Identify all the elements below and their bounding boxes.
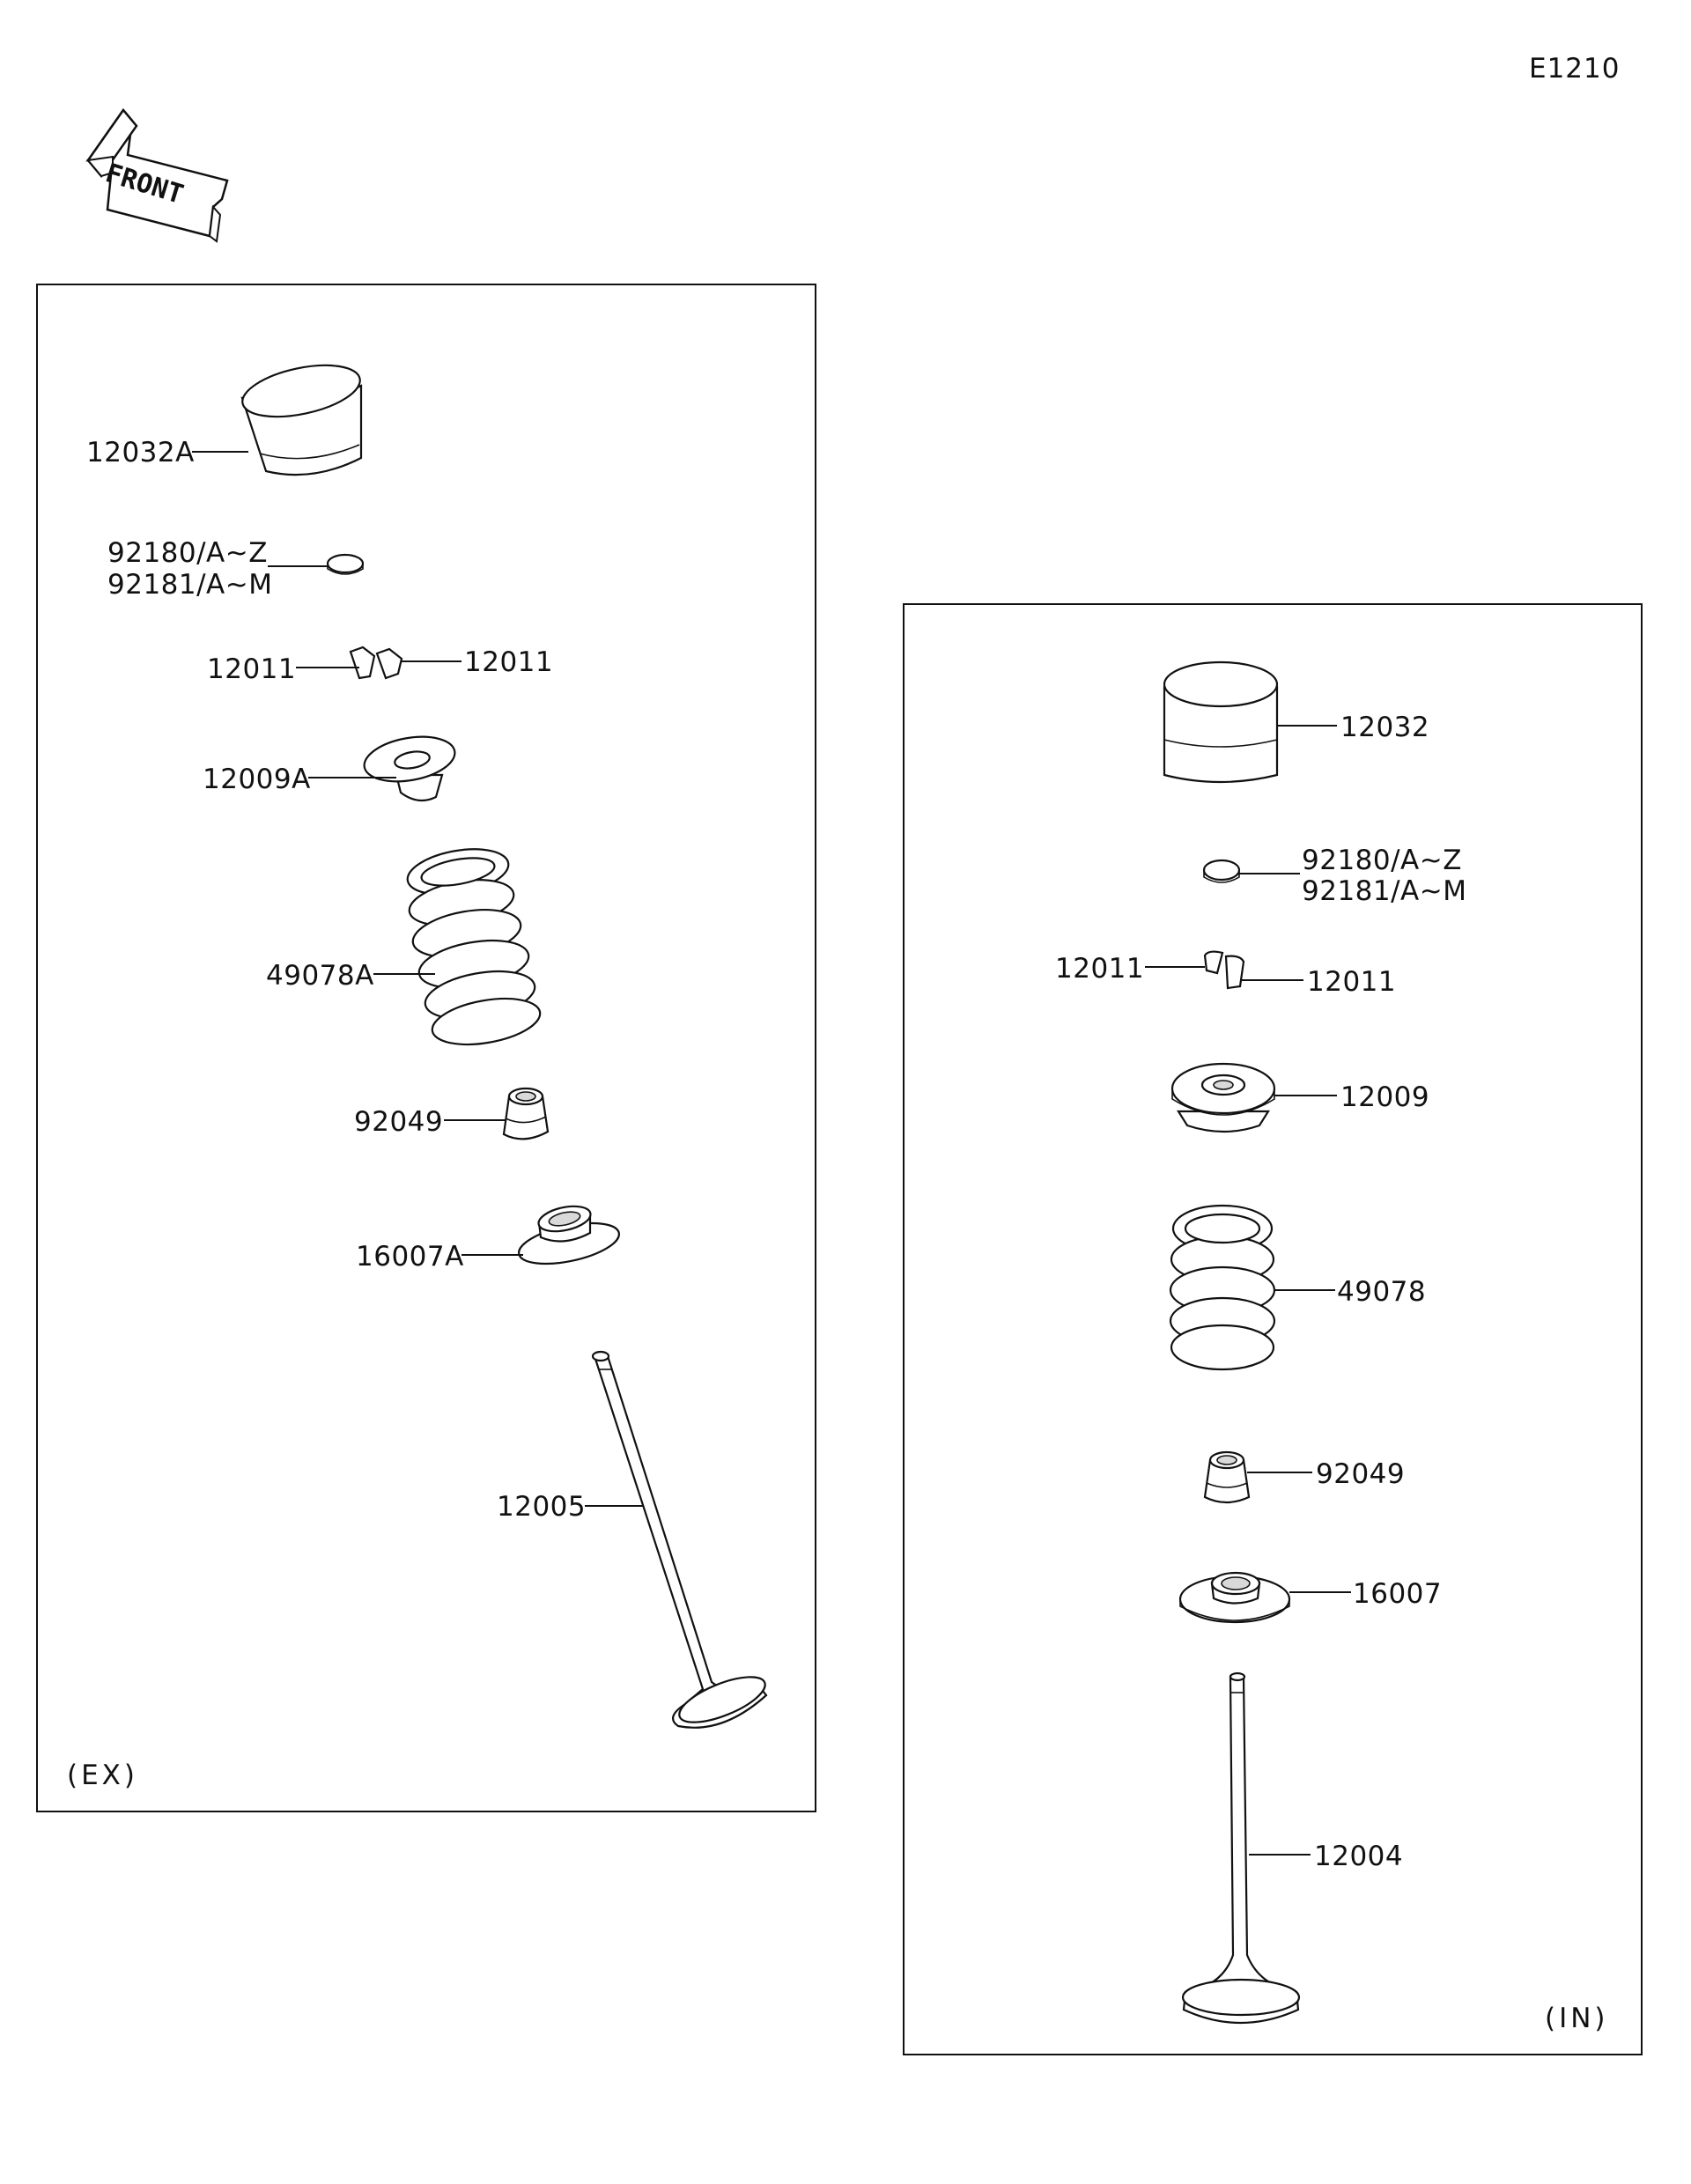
part-label-seal: 92049 — [1316, 1458, 1405, 1490]
diagram-code: E1210 — [1529, 53, 1620, 85]
part-label-shim-b: 92181/A~M — [1302, 875, 1467, 907]
shim-part — [1202, 859, 1241, 883]
part-label-cotter-left: 12011 — [1055, 953, 1144, 985]
cotter-part — [1203, 950, 1245, 990]
tappet-part — [240, 364, 363, 476]
part-label-shim-a: 92180/A~Z — [1302, 845, 1462, 876]
ex-panel-tag: (EX) — [67, 1760, 138, 1791]
in-panel-tag: (IN) — [1545, 2003, 1609, 2034]
part-label-valve: 12005 — [497, 1491, 586, 1523]
cotter-part — [349, 646, 403, 680]
spring-part — [406, 848, 542, 1046]
part-label-seat: 16007 — [1353, 1578, 1442, 1610]
part-label-cotter-left: 12011 — [207, 653, 296, 685]
part-label-tappet: 12032 — [1340, 712, 1429, 743]
tappet-part — [1163, 660, 1279, 784]
front-arrow: FRONT — [85, 107, 229, 243]
spring-part — [1169, 1204, 1276, 1371]
part-label-seal: 92049 — [354, 1106, 443, 1138]
retainer-part — [363, 735, 456, 802]
part-label-shim-a: 92180/A~Z — [107, 537, 268, 569]
ex-panel: 12032A 92180/A~Z 92181/A~M 12011 12011 1… — [36, 284, 816, 1812]
valve-part — [1181, 1671, 1301, 2025]
seat-part — [1178, 1571, 1291, 1624]
part-label-spring: 49078 — [1337, 1276, 1426, 1308]
part-label-cotter-right: 12011 — [1307, 966, 1396, 998]
part-label-shim-b: 92181/A~M — [107, 569, 273, 601]
part-label-tappet: 12032A — [86, 437, 195, 469]
in-panel: 12032 92180/A~Z 92181/A~M 12011 12011 12… — [903, 603, 1643, 2055]
part-label-spring: 49078A — [266, 960, 374, 992]
part-label-seat: 16007A — [356, 1241, 464, 1273]
ex-panel-frame — [36, 284, 816, 1812]
in-panel-frame — [903, 603, 1643, 2055]
valve-part — [591, 1350, 768, 1729]
part-label-retainer: 12009 — [1340, 1081, 1429, 1113]
seal-part — [502, 1087, 550, 1140]
shim-part — [326, 553, 365, 575]
part-label-retainer: 12009A — [203, 764, 311, 795]
part-label-valve: 12004 — [1314, 1841, 1403, 1872]
seat-part — [518, 1205, 620, 1265]
part-label-cotter-right: 12011 — [464, 646, 553, 678]
retainer-part — [1170, 1062, 1276, 1133]
seal-part — [1203, 1450, 1251, 1504]
